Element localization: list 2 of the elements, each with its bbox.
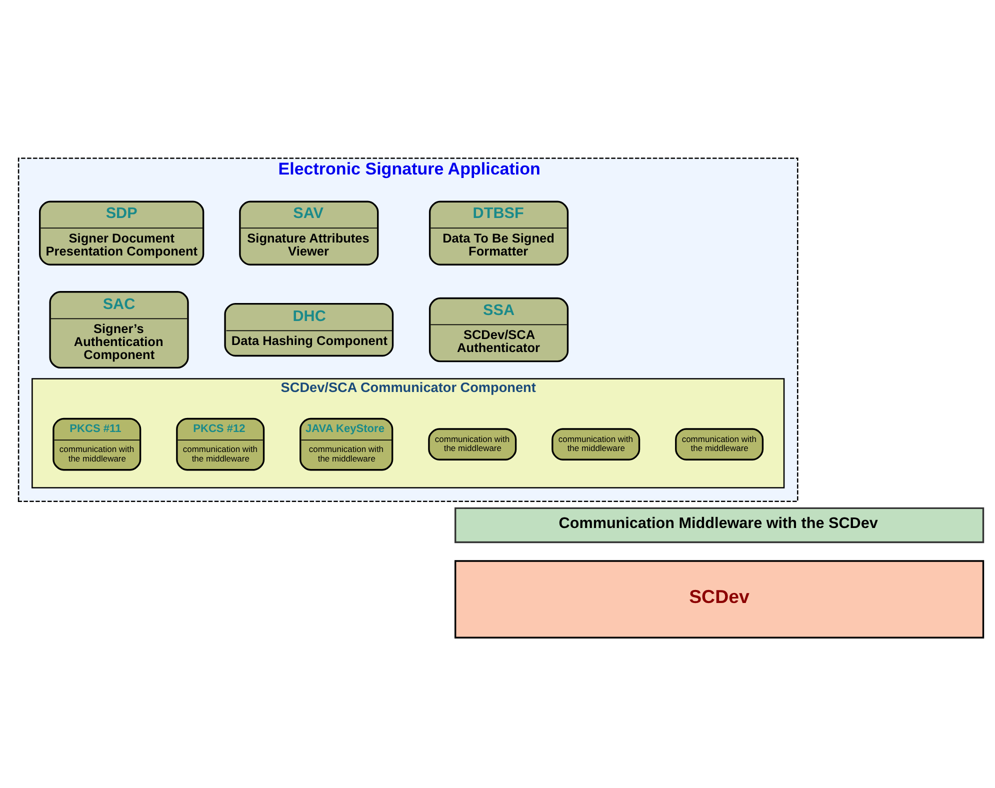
node-box: SCDev [454, 560, 984, 638]
node-box: Communication Middleware with the SCDev [454, 506, 984, 543]
